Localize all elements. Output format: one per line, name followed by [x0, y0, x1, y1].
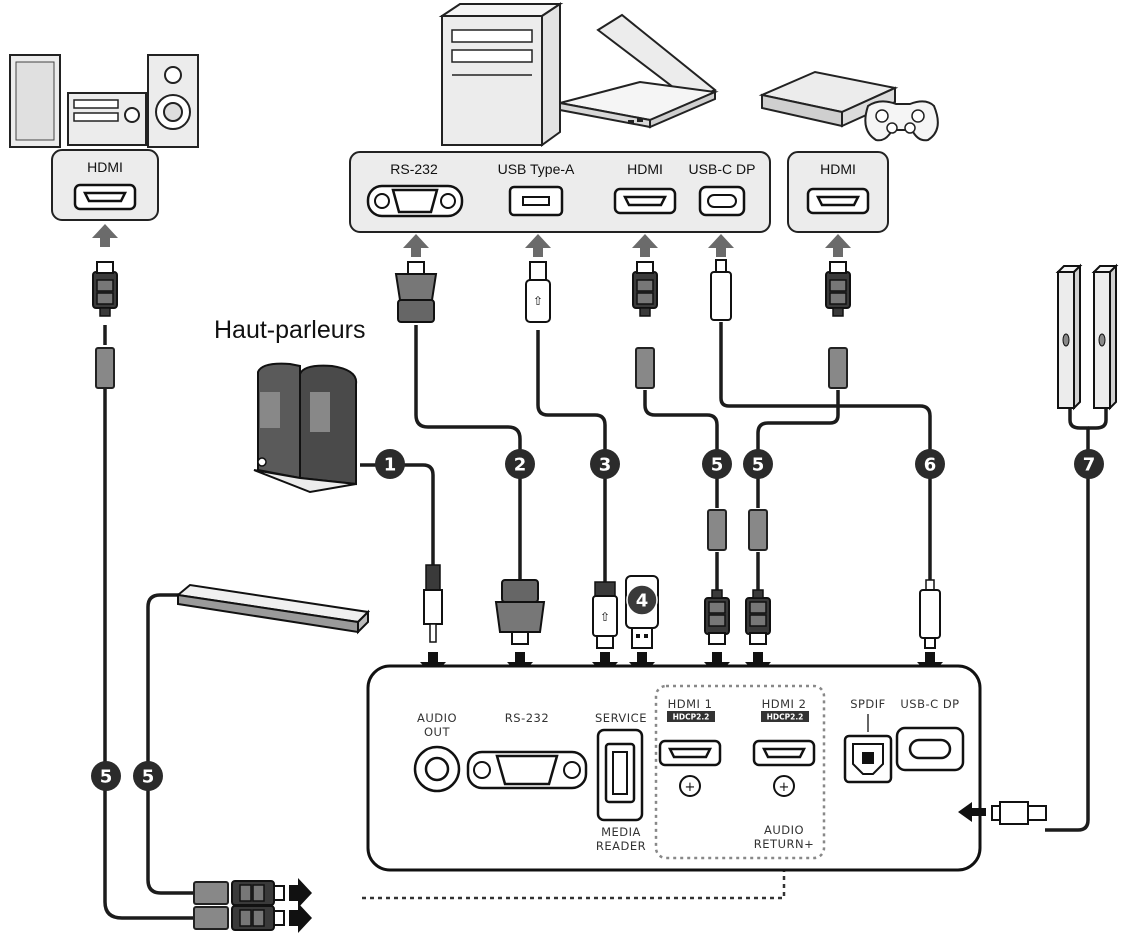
badge-2: 2 [505, 449, 535, 479]
hdcp-badge: HDCP2.2 [673, 713, 710, 722]
spdif-label: SPDIF [850, 697, 886, 711]
svg-text:2: 2 [514, 455, 527, 476]
pc-usbc-label: USB-C DP [689, 161, 756, 177]
up-arrow-icon [525, 234, 551, 257]
svg-text:3: 3 [599, 455, 612, 476]
optical-plug-icon [958, 801, 1047, 825]
hdmi1-label: HDMI 1 [668, 697, 713, 711]
usb-c-port-icon [895, 726, 965, 772]
desktop-pc-icon [438, 2, 564, 147]
hdmi-plug-icon [745, 589, 771, 645]
rs232-plug-icon [394, 261, 438, 323]
service-port-label: SERVICE [595, 711, 647, 725]
computer-speakers-icon [253, 362, 358, 494]
screw-icon: + [685, 780, 696, 795]
pc-rs232-label: RS-232 [390, 161, 438, 177]
media-reader-label-1: MEDIA [601, 825, 641, 839]
up-arrow-icon [708, 234, 734, 257]
audio-plug-icon [423, 564, 443, 643]
usbc-port-label: USB-C DP [900, 697, 959, 711]
hifi-system-icon [9, 54, 199, 148]
hdmi-plug-icon [825, 261, 851, 317]
up-arrow-icon [403, 234, 429, 257]
svg-text:1: 1 [384, 455, 397, 476]
svg-text:⇧: ⇧ [533, 294, 543, 308]
hdmi-plug-icon [92, 261, 118, 317]
pc-hdmi-label: HDMI [627, 161, 663, 177]
hdmi-plug-icon [704, 589, 730, 645]
ferrite-core-icon [635, 347, 655, 389]
svg-text:5: 5 [752, 455, 765, 476]
svg-text:5: 5 [711, 455, 724, 476]
soundbar-icon [175, 583, 371, 635]
badge-4: 4 [626, 584, 658, 616]
console-hdmi-label: HDMI [820, 161, 856, 177]
usb-a-port-icon [508, 185, 564, 217]
ferrite-core-icon [95, 347, 115, 389]
up-arrow-icon [825, 234, 851, 257]
rs232-plug-icon [494, 579, 546, 645]
console-hdmi-panel: HDMI [787, 151, 889, 233]
hdmi-port-icon [658, 739, 722, 767]
audio-hdmi-panel: HDMI [51, 149, 159, 221]
audio-out-jack-icon [413, 745, 461, 793]
badge-6: 6 [915, 449, 945, 479]
pc-port-panel: RS-232 USB Type-A HDMI USB-C DP [349, 151, 771, 233]
ferrite-core-icon [707, 509, 727, 551]
badge-1: 1 [375, 449, 405, 479]
badge-5: 5 [91, 761, 121, 791]
usb-plug-icon: ⇧ [592, 581, 618, 649]
badge-5: 5 [702, 449, 732, 479]
projector-panel: AUDIO OUT RS-232 SERVICE MEDIA READER HD… [366, 664, 982, 872]
pc-usb-a-label: USB Type-A [498, 161, 575, 177]
svg-text:4: 4 [636, 591, 649, 612]
media-reader-label-2: READER [596, 839, 646, 853]
rs232-port-label: RS-232 [505, 711, 549, 725]
audio-out-label-1: AUDIO [417, 711, 457, 725]
usb-plug-icon: ⇧ [525, 261, 551, 323]
hdmi-plug-icon [193, 877, 313, 909]
speakers-title: Haut-parleurs [214, 316, 365, 344]
screw-icon: + [779, 780, 790, 795]
badge-3: 3 [590, 449, 620, 479]
audio-out-label-2: OUT [424, 725, 450, 739]
rs232-port-icon [366, 184, 464, 218]
usbc-plug-icon [919, 579, 941, 649]
service-usb-port-icon [596, 728, 644, 822]
tower-speakers-icon [1055, 263, 1119, 411]
audio-hdmi-label: HDMI [87, 159, 123, 175]
hdcp-badge: HDCP2.2 [767, 713, 804, 722]
spdif-port-icon [843, 734, 893, 784]
hdmi-port-icon [73, 183, 137, 211]
ferrite-core-icon [748, 509, 768, 551]
svg-text:5: 5 [100, 767, 113, 788]
ferrite-core-icon [828, 347, 848, 389]
hdmi-plug-icon [193, 902, 313, 934]
badge-7: 7 [1074, 449, 1104, 479]
rs232-port-icon [466, 750, 588, 790]
audio-return-label-1: AUDIO [764, 823, 804, 837]
svg-text:5: 5 [142, 767, 155, 788]
hdmi-plug-icon [632, 261, 658, 317]
up-arrow-icon [92, 224, 118, 247]
laptop-icon [559, 13, 719, 129]
up-arrow-icon [632, 234, 658, 257]
hdmi-port-icon [613, 187, 677, 215]
usbc-plug-icon [710, 259, 732, 321]
hdmi-port-icon [806, 187, 870, 215]
svg-text:6: 6 [924, 455, 937, 476]
badge-5: 5 [133, 761, 163, 791]
usb-c-port-icon [698, 185, 746, 217]
hdmi2-label: HDMI 2 [762, 697, 807, 711]
svg-text:⇧: ⇧ [600, 610, 610, 624]
hdmi-port-icon [752, 739, 816, 767]
audio-return-label-2: RETURN+ [754, 837, 814, 851]
badge-5: 5 [743, 449, 773, 479]
game-console-icon [758, 70, 939, 142]
svg-text:7: 7 [1083, 455, 1096, 476]
